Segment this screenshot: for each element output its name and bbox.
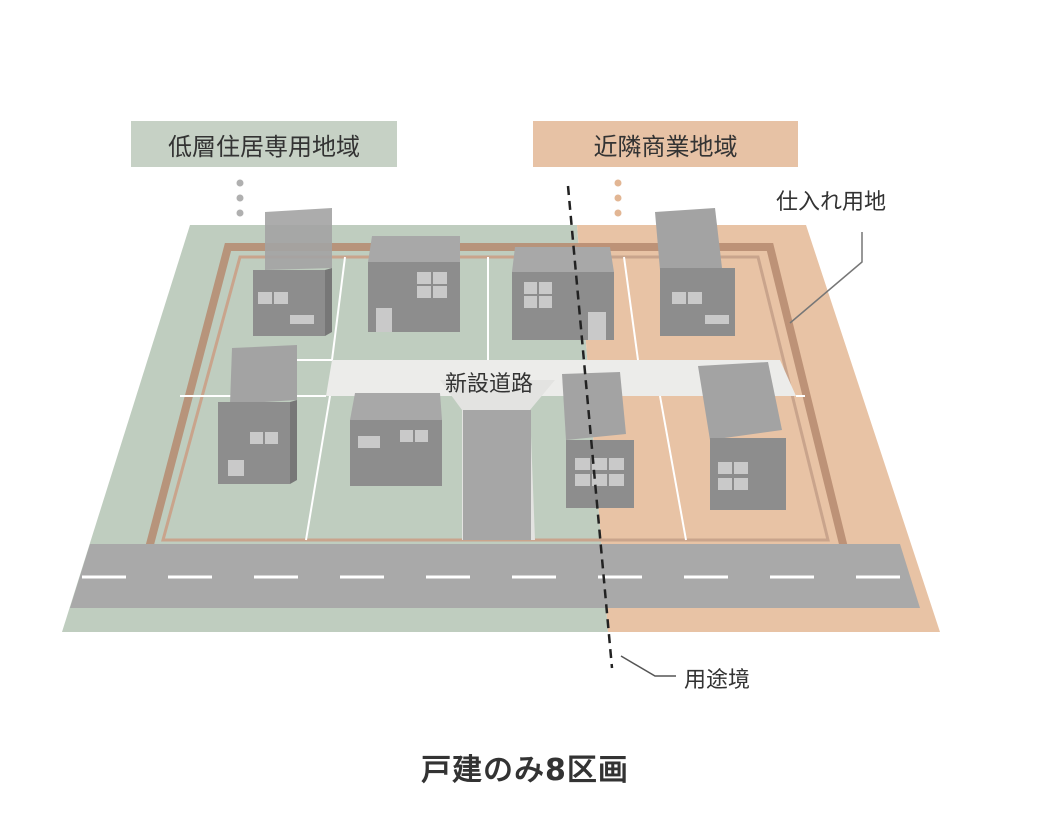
residential-leader-dots bbox=[236, 179, 244, 217]
building-3 bbox=[512, 247, 614, 340]
building-7 bbox=[562, 372, 634, 508]
commercial-zone-label: 近隣商業地域 bbox=[533, 121, 798, 167]
main-road bbox=[70, 544, 920, 608]
diagram-caption: 戸建のみ8区画 bbox=[421, 753, 629, 788]
commercial-leader-dots bbox=[614, 179, 622, 217]
residential-zone-label: 低層住居専用地域 bbox=[131, 121, 397, 167]
building-1 bbox=[253, 208, 332, 336]
use-boundary-line bbox=[566, 185, 614, 669]
building-5 bbox=[218, 345, 297, 484]
purchase-land-leader bbox=[789, 232, 863, 324]
building-4 bbox=[655, 208, 735, 336]
use-boundary-label: 用途境 bbox=[684, 668, 751, 693]
purchase-land-label: 仕入れ用地 bbox=[776, 190, 887, 215]
building-6 bbox=[350, 393, 442, 486]
use-boundary-leader bbox=[620, 655, 676, 677]
new-road-label: 新設道路 bbox=[445, 372, 534, 397]
new-road-strip bbox=[326, 360, 796, 396]
building-2 bbox=[368, 236, 460, 332]
new-road-branch-asphalt bbox=[463, 410, 531, 540]
building-8 bbox=[698, 362, 786, 510]
